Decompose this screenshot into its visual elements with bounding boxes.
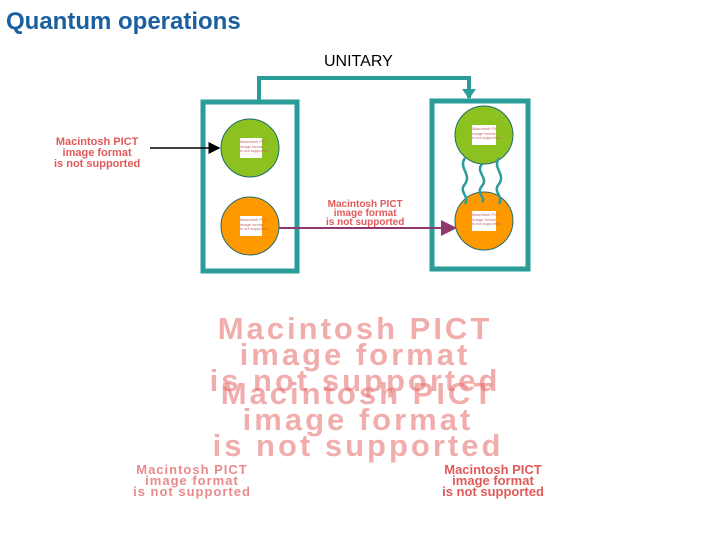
right-system-box	[429, 98, 531, 272]
pict-placeholder-left-green: Macintosh PICT image format is not suppo…	[240, 139, 269, 153]
pict-placeholder-equation-4: Macintosh PICT image format is not suppo…	[442, 462, 544, 499]
pict-placeholder-input: Macintosh PICT image format is not suppo…	[54, 136, 141, 170]
pict-placeholder-equation-3: Macintosh PICT image format is not suppo…	[133, 462, 251, 499]
unitary-label: UNITARY	[324, 53, 393, 70]
pict-placeholder-right-green: Macintosh PICT image format is not suppo…	[472, 126, 501, 140]
pict-placeholder-right-orange: Macintosh PICT image format is not suppo…	[472, 212, 501, 226]
pict-placeholder-equation-2: Macintosh PICT image format is not suppo…	[212, 376, 504, 463]
entanglement-lines	[461, 157, 503, 205]
left-system-box	[200, 99, 300, 274]
pict-placeholder-left-orange: Macintosh PICT image format is not suppo…	[240, 217, 269, 231]
slide-title: Quantum operations	[6, 8, 241, 35]
pict-placeholder-environment: Macintosh PICT image format is not suppo…	[326, 199, 405, 228]
pict-placeholder-equation-1: Macintosh PICT image format is not suppo…	[209, 311, 501, 398]
unitary-arrow	[257, 76, 471, 100]
